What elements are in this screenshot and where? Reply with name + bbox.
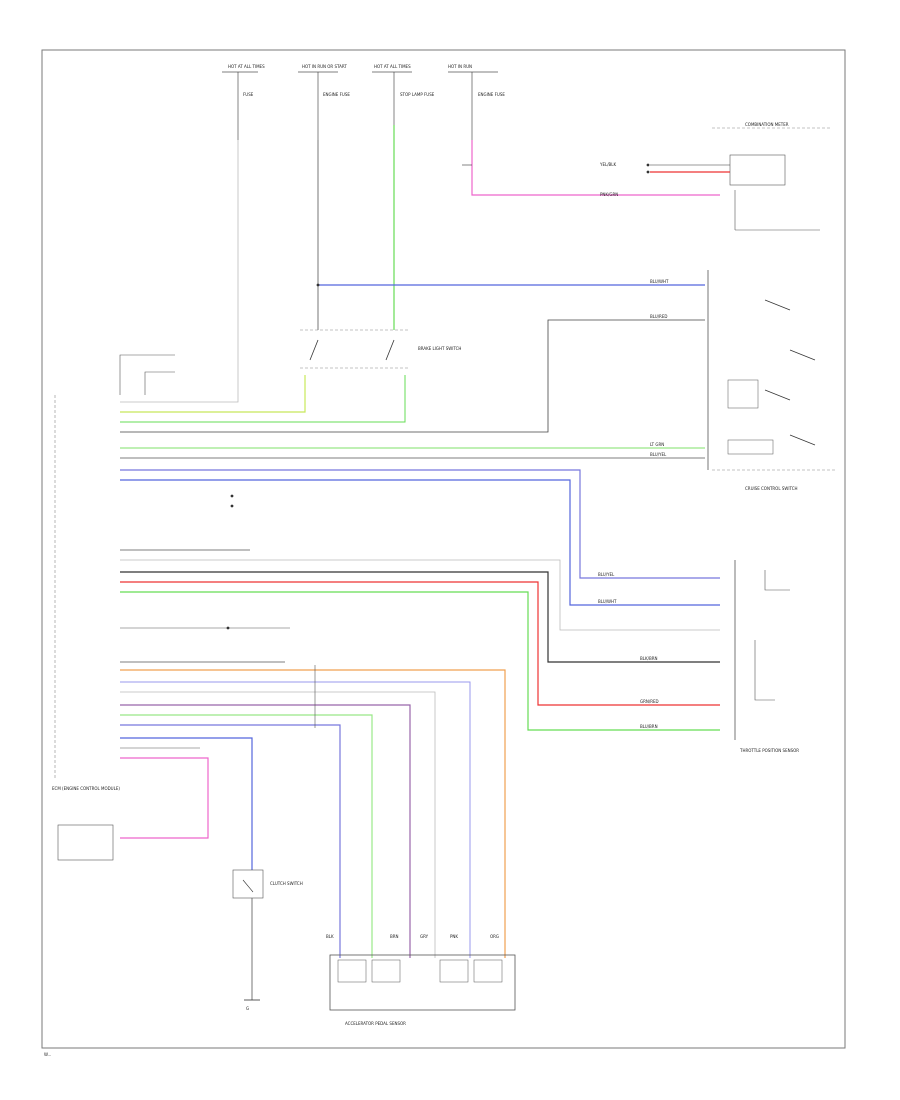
svg-text:PNK/GRN: PNK/GRN [600,192,618,197]
svg-text:COMBINATION METER: COMBINATION METER [745,122,789,127]
svg-text:BLK/BRN: BLK/BRN [640,656,657,661]
dlc-connector-box [57,824,114,861]
accelerator-pedal-sensor: ACCELERATOR PEDAL SENSOR [329,954,516,1026]
brake-light-switch: BRAKE LIGHT SWITCH [300,329,461,369]
svg-text:STOP LAMP FUSE: STOP LAMP FUSE [400,92,435,97]
svg-text:CRUISE CONTROL SWITCH: CRUISE CONTROL SWITCH [745,486,798,491]
wire-green-tp [120,591,720,731]
wire-blue-clutch [120,737,253,870]
wire-blue-tp1 [120,469,720,579]
wire-yel-grn [120,375,306,413]
svg-text:FUSE: FUSE [243,92,254,97]
ecm-block: ECM (ENGINE CONTROL MODULE) [52,354,175,791]
diagram-frame [41,49,846,1049]
clutch-switch: CLUTCH SWITCH G [232,869,303,1011]
svg-text:YEL/BLK: YEL/BLK [599,162,617,167]
wire-blue-tp2 [120,479,720,606]
wire-lt-blue-low [120,681,471,958]
cruise-control-switch: CRUISE CONTROL SWITCH [707,270,835,491]
svg-text:HOT AT ALL TIMES: HOT AT ALL TIMES [228,64,265,69]
wire-purple-low [120,704,411,958]
svg-text:G: G [246,1006,249,1011]
svg-text:BLU/YEL: BLU/YEL [598,572,615,577]
fuse-box-1: HOT AT ALL TIMES FUSE [222,64,265,140]
throttle-position-sensor: THROTTLE POSITION SENSOR [734,560,799,753]
svg-text:ECM (ENGINE CONTROL MODULE): ECM (ENGINE CONTROL MODULE) [52,786,120,791]
svg-text:ENGINE FUSE: ENGINE FUSE [323,92,350,97]
wire-red-tp [120,581,720,706]
wire-green-low [120,714,373,958]
wire-gray-mid [120,559,720,631]
svg-text:THROTTLE POSITION SENSOR: THROTTLE POSITION SENSOR [739,748,799,753]
svg-text:CLUTCH SWITCH: CLUTCH SWITCH [270,881,303,886]
svg-text:LT GRN: LT GRN [650,442,664,447]
svg-text:BLU/WHT: BLU/WHT [598,599,617,604]
top-fuse-boxes: HOT AT ALL TIMES FUSE HOT IN RUN OR STAR… [222,64,505,140]
fuse-box-2: HOT IN RUN OR START ENGINE FUSE [298,64,350,140]
wire-pink-top [471,140,720,196]
svg-text:HOT IN RUN: HOT IN RUN [448,64,472,69]
fuse-box-4: HOT IN RUN ENGINE FUSE [448,64,505,140]
wire-blue-low [120,724,341,958]
wire-black-tp [120,571,720,663]
svg-text:GRN/RED: GRN/RED [640,699,659,704]
wire-grn-brake-ret [120,375,406,423]
svg-text:HOT AT ALL TIMES: HOT AT ALL TIMES [374,64,411,69]
svg-text:BLU/BRN: BLU/BRN [640,724,658,729]
footer-code: W... [44,1052,51,1057]
wire-pink-low [120,757,209,839]
wire-gray-low [120,691,436,958]
combination-meter: COMBINATION METER [646,122,830,231]
svg-text:ORG: ORG [490,934,499,939]
svg-text:BLU/YEL: BLU/YEL [650,452,667,457]
wire-orange [120,669,506,958]
svg-text:BLU/RED: BLU/RED [650,314,667,319]
svg-text:ENGINE FUSE: ENGINE FUSE [478,92,505,97]
svg-text:HOT IN RUN OR START: HOT IN RUN OR START [302,64,347,69]
svg-text:BLK: BLK [326,934,334,939]
fuse-box-3: HOT AT ALL TIMES STOP LAMP FUSE [372,64,435,140]
wire-gray-1 [120,395,239,403]
svg-text:BLU/WHT: BLU/WHT [650,279,669,284]
svg-text:GRY: GRY [420,934,429,939]
svg-text:ACCELERATOR PEDAL SENSOR: ACCELERATOR PEDAL SENSOR [345,1021,406,1026]
svg-text:PNK: PNK [450,934,458,939]
svg-text:BRAKE LIGHT SWITCH: BRAKE LIGHT SWITCH [418,346,461,351]
wire-black-cruise [120,319,705,433]
svg-text:BRN: BRN [390,934,399,939]
